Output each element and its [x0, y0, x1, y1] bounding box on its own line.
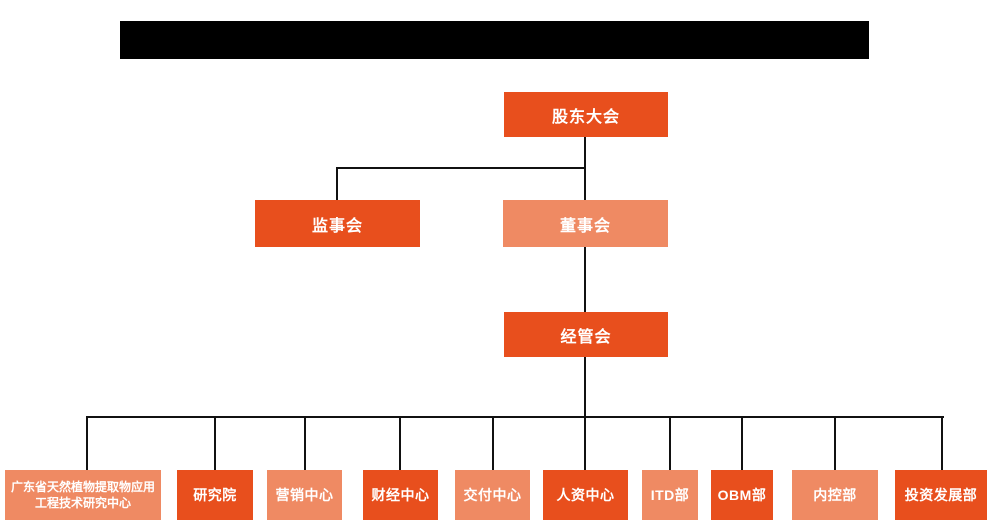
node-shareholders-meeting: 股东大会 [504, 92, 668, 137]
node-management-committee: 经管会 [504, 312, 668, 357]
connector-drop-delivery [492, 416, 494, 470]
connector-drop-obm [741, 416, 743, 470]
connector-drop-research-institute [214, 416, 216, 470]
connector-drop-itd [669, 416, 671, 470]
node-dept-hr-center: 人资中心 [543, 470, 628, 520]
node-dept-marketing-center: 营销中心 [267, 470, 342, 520]
connector-drop-investment [941, 416, 943, 470]
node-dept-itd: ITD部 [642, 470, 698, 520]
node-dept-obm: OBM部 [711, 470, 773, 520]
node-dept-delivery-center: 交付中心 [455, 470, 530, 520]
node-dept-research-institute: 研究院 [177, 470, 253, 520]
node-dept-research-center: 广东省天然植物提取物应用工程技术研究中心 [5, 470, 161, 520]
connector-drop-internal-control [834, 416, 836, 470]
redacted-title-bar [120, 21, 869, 59]
node-dept-finance-center: 财经中心 [363, 470, 438, 520]
connector-drop-marketing [304, 416, 306, 470]
node-supervisory-board: 监事会 [255, 200, 420, 247]
connector-drop-research-center [86, 416, 88, 470]
connector-management-to-rail [584, 357, 586, 417]
node-dept-investment-development: 投资发展部 [895, 470, 987, 520]
connector-drop-finance [399, 416, 401, 470]
node-board-of-directors: 董事会 [503, 200, 668, 247]
connector-department-rail [86, 416, 944, 418]
connector-directors-to-management [584, 247, 586, 312]
connector-drop-hr [584, 416, 586, 470]
connector-branch-horizontal [336, 167, 586, 169]
node-dept-internal-control: 内控部 [792, 470, 878, 520]
connector-to-supervisory [336, 167, 338, 200]
